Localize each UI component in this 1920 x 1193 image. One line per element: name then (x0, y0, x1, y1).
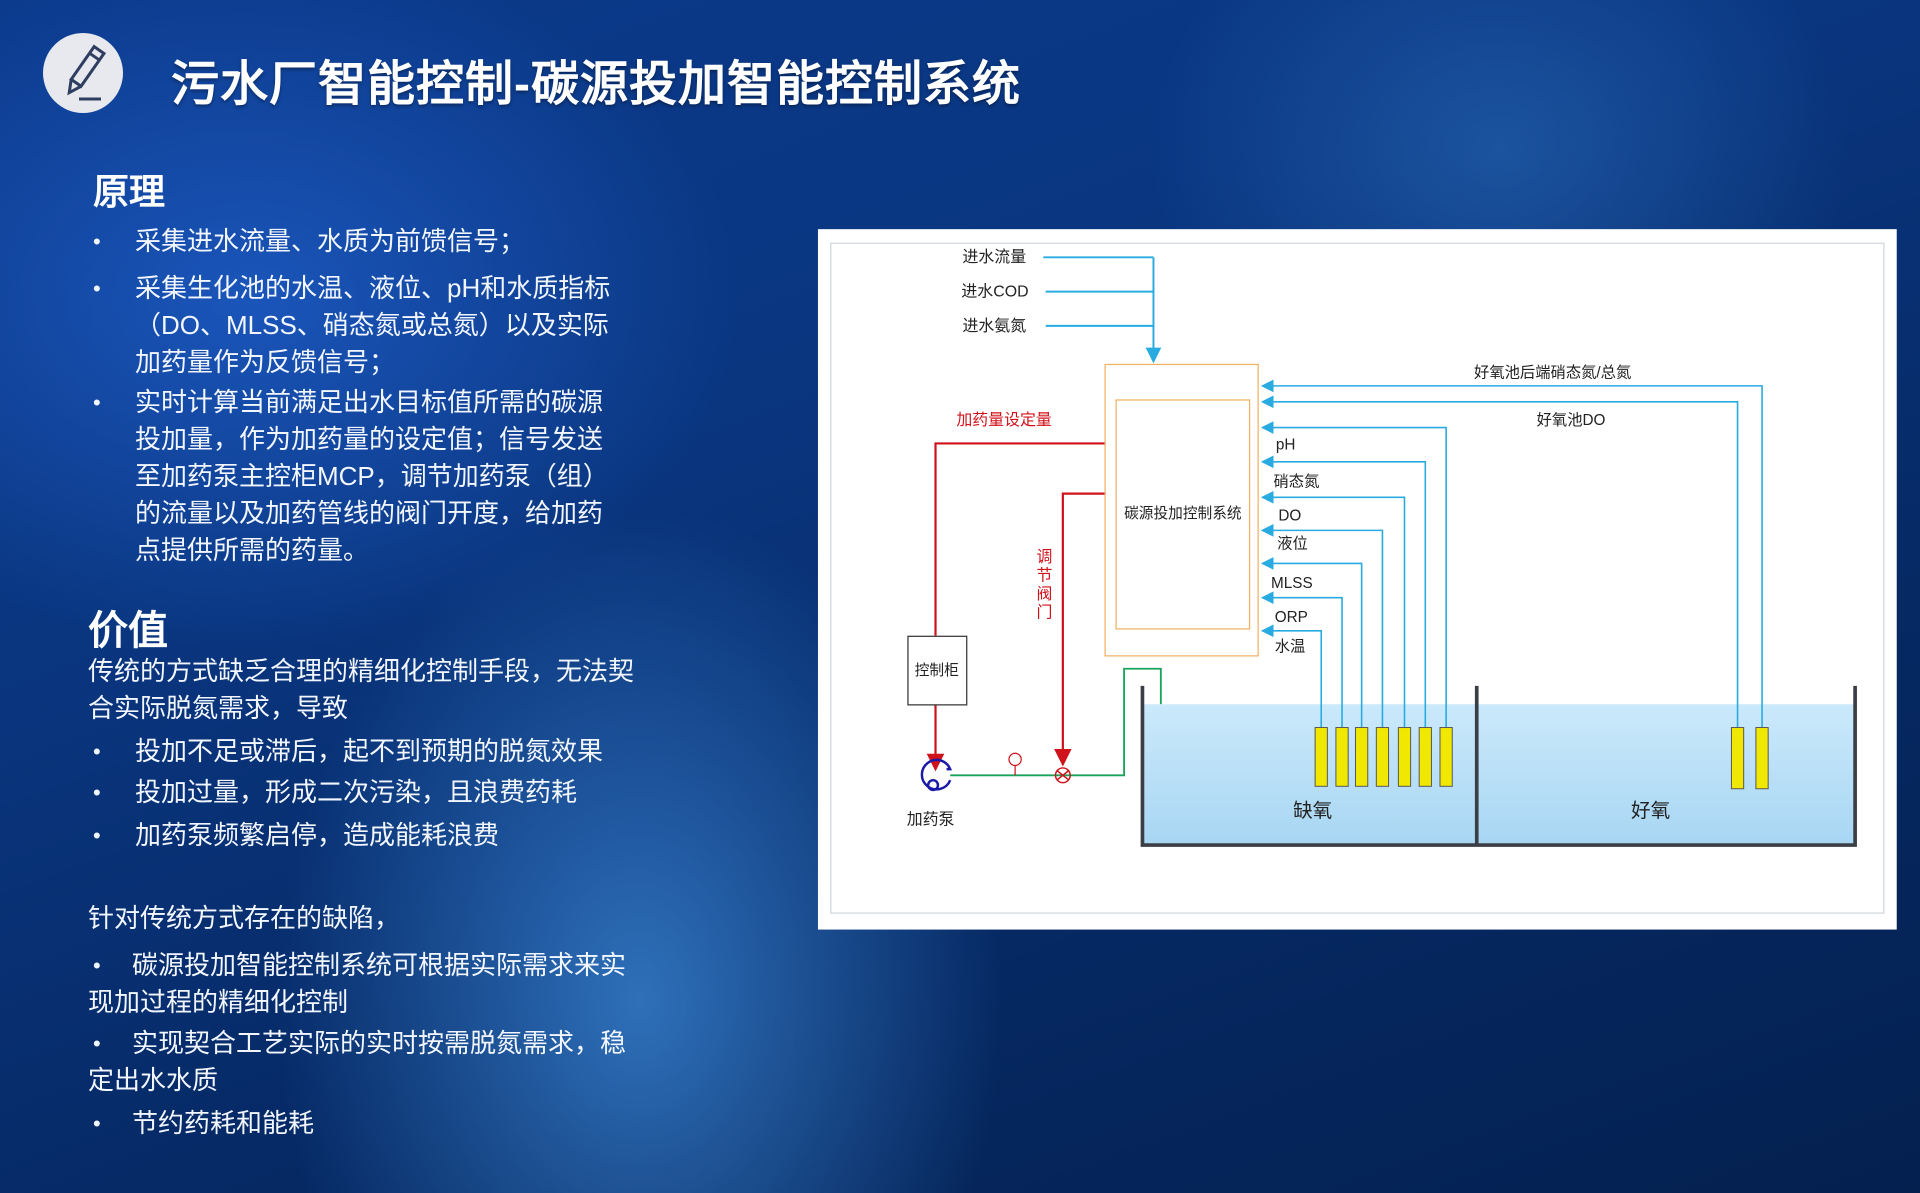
gauge-icon (1008, 752, 1022, 776)
sensor-label-mlss: MLSS (1271, 575, 1313, 592)
list-item-line: 采集进水流量、水质为前馈信号； (135, 226, 526, 256)
sensor-label-nitrate: 硝态氮 (1273, 473, 1319, 490)
bullet-icon: • (93, 780, 101, 805)
setpoint-label: 加药量设定量 (956, 411, 1052, 429)
sensor-probes (1314, 727, 1769, 790)
list-item-line: （DO、MLSS、硝态氮或总氮）以及实际 (135, 310, 609, 340)
list-item: 实现契合工艺实际的实时按需脱氮需求，稳定出水水质 (88, 1025, 626, 1099)
list-item-line: 投加量，作为加药量的设定值；信号发送 (135, 424, 604, 454)
principle-heading: 原理 (93, 171, 166, 212)
sensor-label-do: DO (1278, 508, 1301, 525)
svg-text:阀: 阀 (1037, 585, 1053, 603)
list-item-line: 实时计算当前满足出水目标值所需的碳源 (135, 387, 604, 417)
page-title: 污水厂智能控制-碳源投加智能控制系统 (171, 58, 1021, 111)
svg-text:门: 门 (1037, 603, 1053, 621)
list-item: 碳源投加智能控制系统可根据实际需求来实现加过程的精细化控制 (88, 947, 626, 1021)
sensor-label-level: 液位 (1277, 536, 1308, 553)
list-item: 投加过量，形成二次污染，且浪费药耗 (135, 774, 577, 811)
controller-label: 碳源投加控制系统 (1124, 505, 1242, 522)
list-item-line: 加药泵频繁启停，造成能耗浪费 (135, 820, 500, 850)
value-lead: 针对传统方式存在的缺陷， (88, 903, 401, 933)
svg-text:调: 调 (1037, 548, 1053, 566)
pencil-icon (43, 33, 123, 113)
controller-outer-box (1104, 363, 1259, 657)
sensor-label-ph: pH (1276, 437, 1296, 454)
anoxic-zone-label: 缺氧 (1293, 800, 1332, 822)
value-heading: 价值 (88, 609, 168, 653)
input-label-ammonia: 进水氨氮 (962, 317, 1026, 335)
list-item: 投加不足或滞后，起不到预期的脱氮效果 (135, 733, 603, 770)
bullet-icon: • (93, 953, 101, 978)
bullet-icon: • (93, 823, 101, 848)
list-item-line: 实现契合工艺实际的实时按需脱氮需求，稳 (132, 1028, 627, 1058)
input-label-cod: 进水COD (961, 283, 1028, 301)
control-valve-icon (1054, 767, 1071, 784)
list-item-line: 至加药泵主控柜MCP，调节加药泵（组） (135, 461, 609, 491)
list-item: 采集生化池的水温、液位、pH和水质指标 （DO、MLSS、硝态氮或总氮）以及实际加… (135, 270, 610, 381)
list-item-line: 定出水水质 (88, 1065, 219, 1095)
sensor-label-temperature: 水温 (1275, 639, 1306, 656)
list-item-line: 节约药耗和能耗 (132, 1108, 315, 1138)
bullet-icon: • (93, 739, 101, 764)
valve-label: 调 节 阀 门 (1037, 548, 1053, 621)
bullet-icon: • (93, 390, 101, 415)
list-item-line: 加药量作为反馈信号； (135, 347, 396, 377)
svg-text:节: 节 (1037, 567, 1053, 585)
control-cabinet (907, 635, 968, 706)
list-item-line: 的流量以及加药管线的阀门开度，给加药 (135, 498, 604, 528)
list-item: 实时计算当前满足出水目标值所需的碳源投加量，作为加药量的设定值；信号发送至加药泵… (135, 384, 609, 569)
sensor-label-orp: ORP (1275, 609, 1308, 626)
pump-label: 加药泵 (907, 810, 955, 828)
cabinet-label: 控制柜 (915, 662, 959, 679)
feedforward-signals (1043, 256, 1162, 364)
value-intro-line: 传统的方式缺乏合理的精细化控制手段，无法契 (88, 656, 635, 686)
feedback-signals (1260, 379, 1763, 728)
input-label-flow: 进水流量 (962, 248, 1026, 266)
list-item: 加药泵频繁启停，造成能耗浪费 (135, 817, 499, 854)
aerobic-zone-label: 好氧 (1631, 800, 1670, 822)
list-item-line: 碳源投加智能控制系统可根据实际需求来实 (132, 950, 627, 980)
controller-inner-box (1115, 399, 1251, 630)
bullet-icon: • (93, 229, 101, 254)
control-signals (926, 442, 1105, 772)
diagram-frame (830, 242, 1885, 914)
dosing-pipe (950, 667, 1162, 777)
list-item-line: 采集生化池的水温、液位、pH和水质指标 (135, 273, 611, 303)
list-item: 采集进水流量、水质为前馈信号； (135, 223, 525, 260)
aerobic-nitrate-label: 好氧池后端硝态氮/总氮 (1474, 364, 1631, 381)
list-item-line: 点提供所需的药量。 (135, 535, 370, 565)
list-item-line: 投加不足或滞后，起不到预期的脱氮效果 (135, 736, 604, 766)
bullet-icon: • (93, 1111, 101, 1136)
list-item-line: 现加过程的精细化控制 (88, 987, 349, 1017)
value-intro-line: 合实际脱氮需求，导致 (88, 693, 349, 723)
bullet-icon: • (93, 1031, 101, 1056)
value-intro: 传统的方式缺乏合理的精细化控制手段，无法契 合实际脱氮需求，导致 (88, 653, 634, 727)
list-item: 节约药耗和能耗 (88, 1105, 314, 1142)
aerobic-do-label: 好氧池DO (1537, 412, 1606, 429)
tank-water (1142, 704, 1856, 846)
pump-icon (920, 758, 953, 792)
bullet-icon: • (93, 276, 101, 301)
list-item-line: 投加过量，形成二次污染，且浪费药耗 (135, 777, 578, 807)
tank-walls (1140, 685, 1857, 847)
